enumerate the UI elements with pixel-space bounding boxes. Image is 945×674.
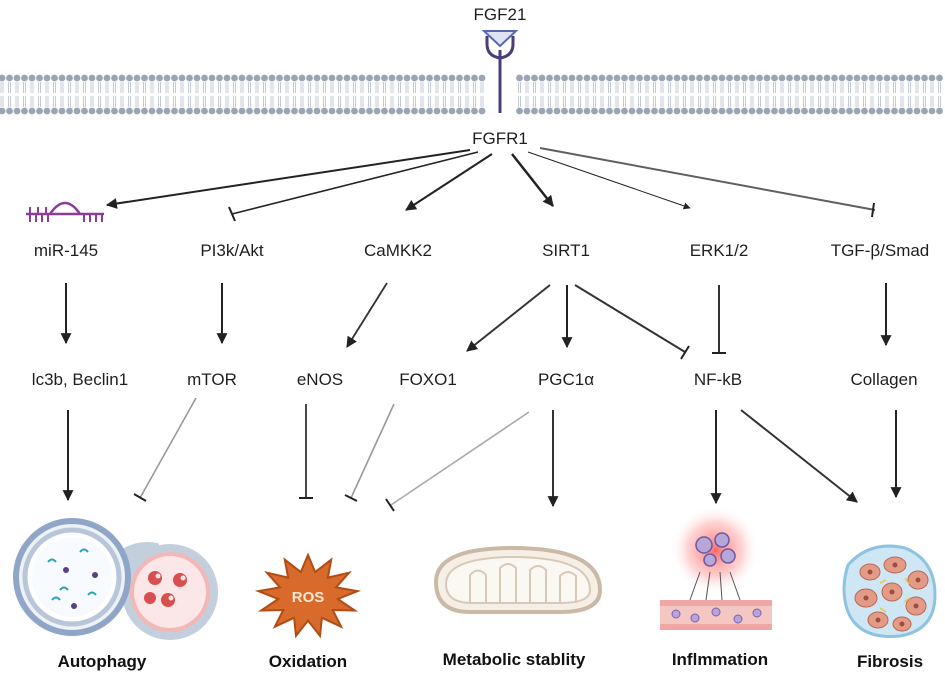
target-nfkb: NF-kB bbox=[694, 370, 742, 389]
target-enos: eNOS bbox=[297, 370, 343, 389]
mediator-mir145: miR-145 bbox=[34, 241, 98, 260]
target-pgc1a: PGC1α bbox=[538, 370, 594, 389]
target-collagen: Collagen bbox=[850, 370, 917, 389]
receptor-arrows bbox=[105, 147, 876, 222]
mediator-sirt1: SIRT1 bbox=[542, 241, 590, 260]
mirna-icon bbox=[26, 201, 104, 222]
ros-icon: ROS bbox=[254, 552, 362, 639]
mediator-camkk2: CaMKK2 bbox=[364, 241, 432, 260]
mediator-arrows bbox=[60, 282, 892, 360]
outcome-inflammation: Inflmmation bbox=[672, 650, 768, 669]
target-lc3b-beclin1: lc3b, Beclin1 bbox=[32, 370, 128, 389]
mediator-tgfb-smad: TGF-β/Smad bbox=[831, 241, 930, 260]
ros-label: ROS bbox=[292, 589, 325, 606]
fgfr1-receptor-icon bbox=[485, 36, 515, 113]
mediator-erk12: ERK1/2 bbox=[690, 241, 749, 260]
outcome-oxidation: Oxidation bbox=[269, 652, 347, 671]
target-mtor: mTOR bbox=[187, 370, 237, 389]
target-arrows bbox=[62, 397, 902, 512]
outcome-metabolic-stability: Metabolic stablity bbox=[443, 650, 586, 669]
mitochondrion-icon bbox=[433, 545, 603, 614]
cell-membrane bbox=[0, 74, 943, 115]
receptor-label: FGFR1 bbox=[472, 129, 528, 148]
fgf21-ligand-icon bbox=[481, 30, 519, 48]
inflammation-icon bbox=[660, 505, 772, 630]
ligand-label: FGF21 bbox=[474, 5, 527, 24]
autophagy-icon bbox=[13, 518, 218, 640]
fibrosis-icon bbox=[842, 544, 937, 638]
outcome-autophagy: Autophagy bbox=[58, 652, 147, 671]
outcome-fibrosis: Fibrosis bbox=[857, 652, 923, 671]
target-foxo1: FOXO1 bbox=[399, 370, 457, 389]
mediator-pi3k-akt: PI3k/Akt bbox=[200, 241, 264, 260]
